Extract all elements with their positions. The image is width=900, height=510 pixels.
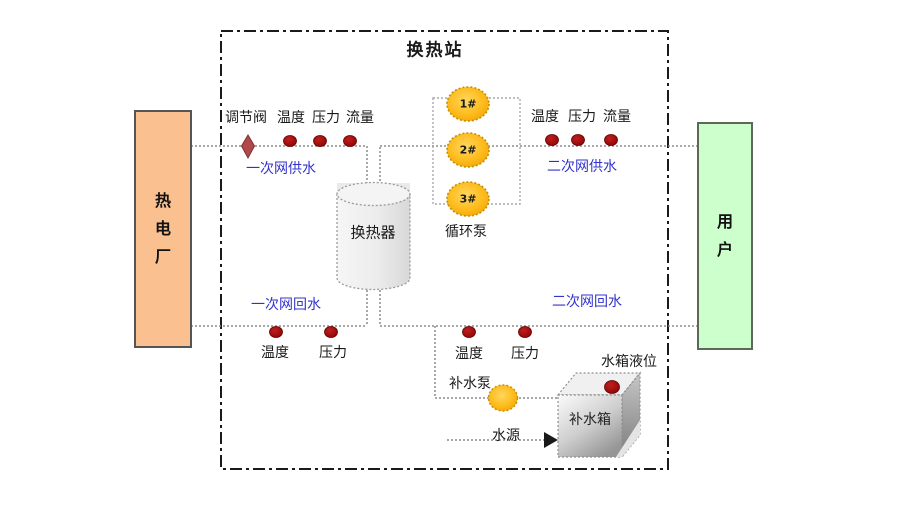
secondary-return-temperature-sensor-icon bbox=[462, 326, 476, 338]
primary-supply-pressure-label: 压力 bbox=[312, 110, 340, 126]
secondary-return-pipe-label: 二次网回水 bbox=[552, 294, 622, 310]
water-source-label: 水源 bbox=[492, 428, 520, 444]
primary-supply-flow-sensor-icon bbox=[343, 135, 357, 147]
primary-supply-pressure-sensor-icon bbox=[313, 135, 327, 147]
power-plant-box: 热电厂 bbox=[134, 110, 192, 348]
pump-3-number: 3# bbox=[459, 192, 477, 206]
secondary-return-temperature-label: 温度 bbox=[455, 346, 483, 362]
primary-return-pressure-label: 压力 bbox=[319, 345, 347, 361]
secondary-supply-pipe-label: 二次网供水 bbox=[547, 159, 617, 175]
station-boundary-box bbox=[220, 30, 669, 470]
user-label: 用户 bbox=[716, 212, 733, 259]
regulating-valve-label: 调节阀 bbox=[225, 110, 267, 126]
heat-exchanger-label: 换热器 bbox=[350, 223, 396, 242]
secondary-supply-flow-label: 流量 bbox=[603, 109, 631, 125]
secondary-supply-temperature-label: 温度 bbox=[531, 109, 559, 125]
primary-supply-temperature-sensor-icon bbox=[283, 135, 297, 147]
makeup-tank-label: 补水箱 bbox=[569, 412, 611, 428]
user-box: 用户 bbox=[697, 122, 753, 350]
secondary-return-pressure-label: 压力 bbox=[511, 346, 539, 362]
secondary-supply-flow-sensor-icon bbox=[604, 134, 618, 146]
circulation-pumps-label: 循环泵 bbox=[445, 224, 487, 240]
tank-level-label: 水箱液位 bbox=[601, 354, 657, 370]
primary-supply-temperature-label: 温度 bbox=[277, 110, 305, 126]
primary-supply-pipe-label: 一次网供水 bbox=[246, 161, 316, 177]
secondary-return-pressure-sensor-icon bbox=[518, 326, 532, 338]
circulation-pump-1-icon bbox=[446, 86, 490, 122]
circulation-pump-2-icon bbox=[446, 132, 490, 168]
primary-supply-flow-label: 流量 bbox=[346, 110, 374, 126]
pump-2-number: 2# bbox=[459, 143, 477, 157]
makeup-pump-label: 补水泵 bbox=[449, 376, 491, 392]
secondary-supply-pressure-sensor-icon bbox=[571, 134, 585, 146]
makeup-pump-icon bbox=[487, 384, 519, 412]
primary-return-pressure-sensor-icon bbox=[324, 326, 338, 338]
circulation-pump-3-icon bbox=[446, 181, 490, 217]
primary-return-pipe-label: 一次网回水 bbox=[251, 297, 321, 313]
power-plant-label: 热电厂 bbox=[154, 191, 171, 266]
station-title: 换热站 bbox=[406, 40, 464, 61]
water-source-arrow-icon bbox=[544, 432, 558, 448]
tank-level-sensor-icon bbox=[604, 380, 620, 394]
primary-return-temperature-sensor-icon bbox=[269, 326, 283, 338]
secondary-supply-pressure-label: 压力 bbox=[568, 109, 596, 125]
heat-exchanger-icon bbox=[336, 181, 411, 291]
pump-1-number: 1# bbox=[459, 97, 477, 111]
makeup-tank-icon bbox=[556, 371, 642, 459]
secondary-supply-temperature-sensor-icon bbox=[545, 134, 559, 146]
regulating-valve-icon bbox=[240, 134, 256, 160]
primary-return-temperature-label: 温度 bbox=[261, 345, 289, 361]
